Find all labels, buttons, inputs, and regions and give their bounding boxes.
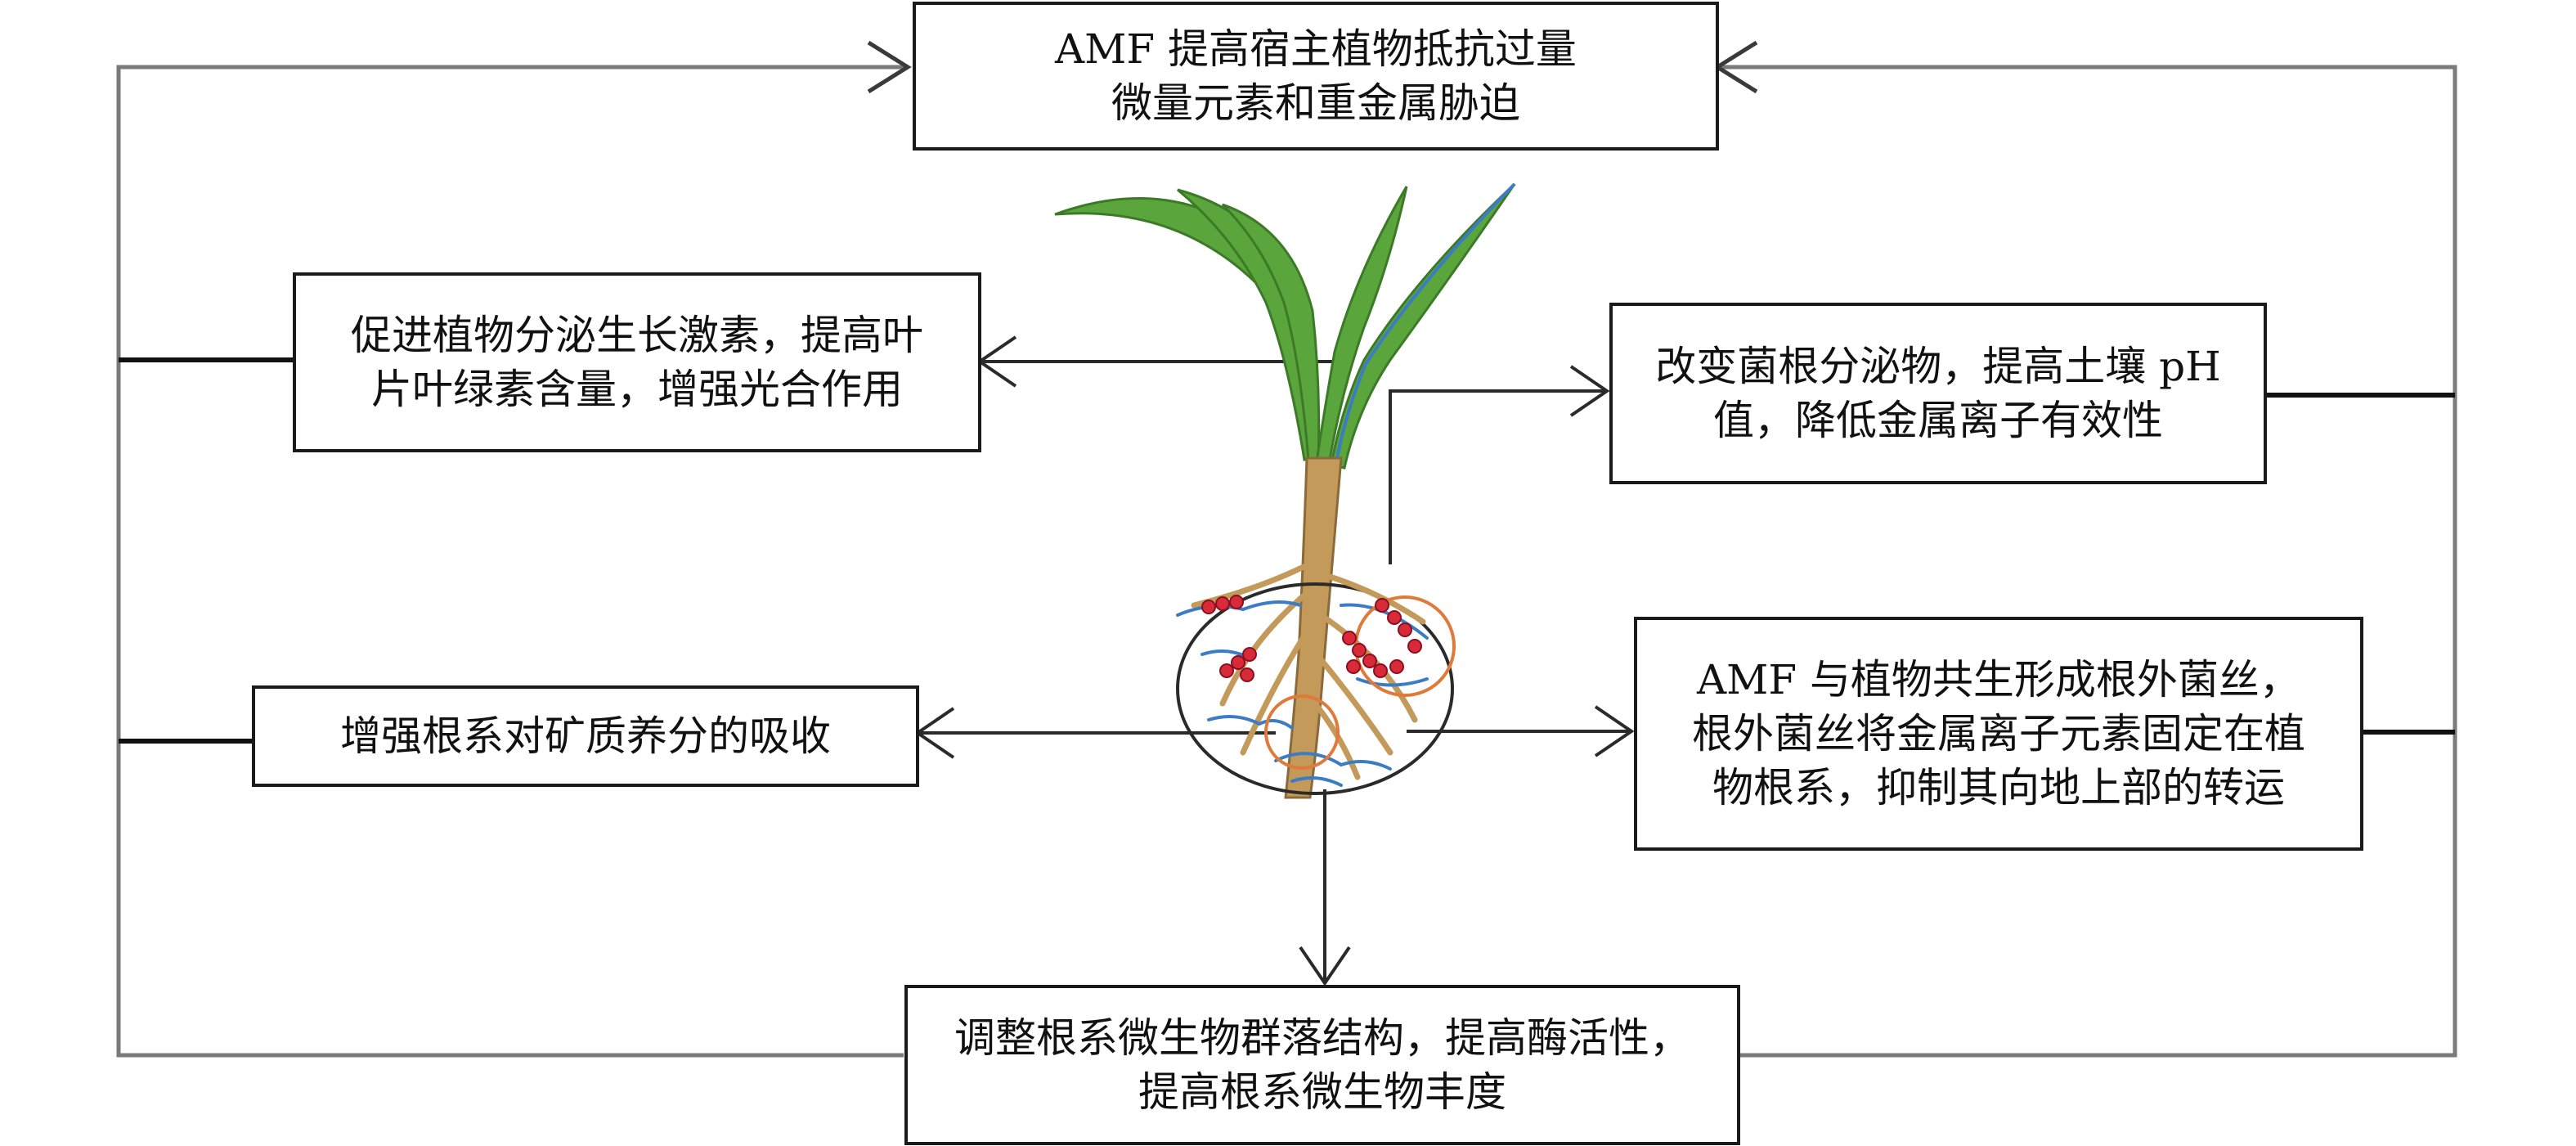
root-2 [1219, 586, 1315, 707]
hypha-7 [1290, 776, 1343, 787]
spore [1373, 663, 1388, 678]
box-left-lower-line-1: 增强根系对矿质养分的吸收 [340, 712, 831, 760]
spore [1229, 595, 1244, 609]
box-right-upper-soil-ph: 改变菌根分泌物，提高土壤 pH 值，降低金属离子有效性 [1609, 303, 2267, 484]
box-left-upper-line-1: 促进植物分泌生长激素，提高叶 [351, 312, 923, 359]
side-connectors [119, 357, 2455, 744]
arrowhead-right-lower [1594, 705, 1635, 757]
leaf-edge-highlight [1334, 182, 1516, 467]
box-bottom-microbial-community: 调整根系微生物群落结构，提高酶活性， 提高根系微生物丰度 [904, 985, 1740, 1145]
spore-ring-lower [1264, 694, 1340, 770]
hypha-6 [1274, 752, 1392, 771]
box-right-upper-line-1: 改变菌根分泌物，提高土壤 pH [1655, 343, 2221, 390]
spore [1215, 596, 1230, 611]
box-right-upper-line-2: 值，降低金属离子有效性 [1713, 397, 2163, 444]
frame-left [116, 65, 908, 1058]
spore [1389, 659, 1404, 674]
root-4 [1313, 569, 1426, 625]
box-bottom-line-1: 调整根系微生物群落结构，提高酶活性， [954, 1014, 1690, 1062]
plant-stem [1284, 456, 1343, 799]
frame-lines [116, 65, 2457, 1058]
spore [1346, 659, 1361, 674]
spore [1387, 610, 1402, 625]
frame-right [1717, 65, 2457, 1058]
spore [1242, 647, 1257, 662]
spore [1398, 622, 1412, 637]
box-right-lower-extraradical-hyphae: AMF 与植物共生形成根外菌丝， 根外菌丝将金属离子元素固定在植 物根系，抑制其… [1634, 617, 2363, 851]
root-3 [1240, 618, 1317, 756]
spores [1201, 595, 1422, 682]
spore [1375, 598, 1389, 613]
root-6 [1313, 651, 1393, 756]
leaf-far-right [1330, 182, 1516, 470]
arrowhead-top-left [867, 40, 912, 94]
arrow-to-right-upper [1389, 389, 1607, 564]
spore [1352, 643, 1367, 658]
spore [1201, 600, 1216, 614]
rhizosphere-ellipse [1176, 582, 1454, 795]
box-top-stress-resistance: AMF 提高宿主植物抵抗过量 微量元素和重金属胁迫 [913, 2, 1719, 151]
arrowhead-bottom [1299, 946, 1351, 986]
hypha-1 [1176, 600, 1302, 617]
plant-illustration [1054, 182, 1516, 799]
plant-leaves [1054, 182, 1516, 470]
spore [1362, 654, 1377, 668]
spore [1231, 655, 1245, 670]
box-left-upper-line-2: 片叶绿素含量，增强光合作用 [371, 366, 903, 413]
box-top-line-1: AMF 提高宿主植物抵抗过量 [1055, 25, 1577, 73]
box-left-lower-nutrient-absorption: 增强根系对矿质养分的吸收 [252, 685, 919, 787]
hypha-5 [1356, 677, 1429, 687]
box-right-lower-line-1: AMF 与植物共生形成根外菌丝， [1697, 656, 2300, 703]
hyphae [1176, 600, 1429, 787]
box-left-upper-growth-hormone: 促进植物分泌生长激素，提高叶 片叶绿素含量，增强光合作用 [293, 272, 981, 452]
arrows [914, 335, 1635, 986]
box-bottom-line-2: 提高根系微生物丰度 [1138, 1068, 1506, 1116]
spore [1342, 631, 1357, 645]
box-right-lower-line-3: 物根系，抑制其向地上部的转运 [1712, 764, 2285, 811]
spore [1407, 639, 1422, 654]
box-right-lower-line-2: 根外菌丝将金属离子元素固定在植 [1692, 710, 2305, 757]
hypha-3 [1207, 715, 1294, 730]
arrowhead-right-upper [1569, 365, 1610, 417]
box-top-line-2: 微量元素和重金属胁迫 [1111, 79, 1520, 127]
spore [1240, 667, 1254, 682]
spore [1219, 663, 1234, 678]
